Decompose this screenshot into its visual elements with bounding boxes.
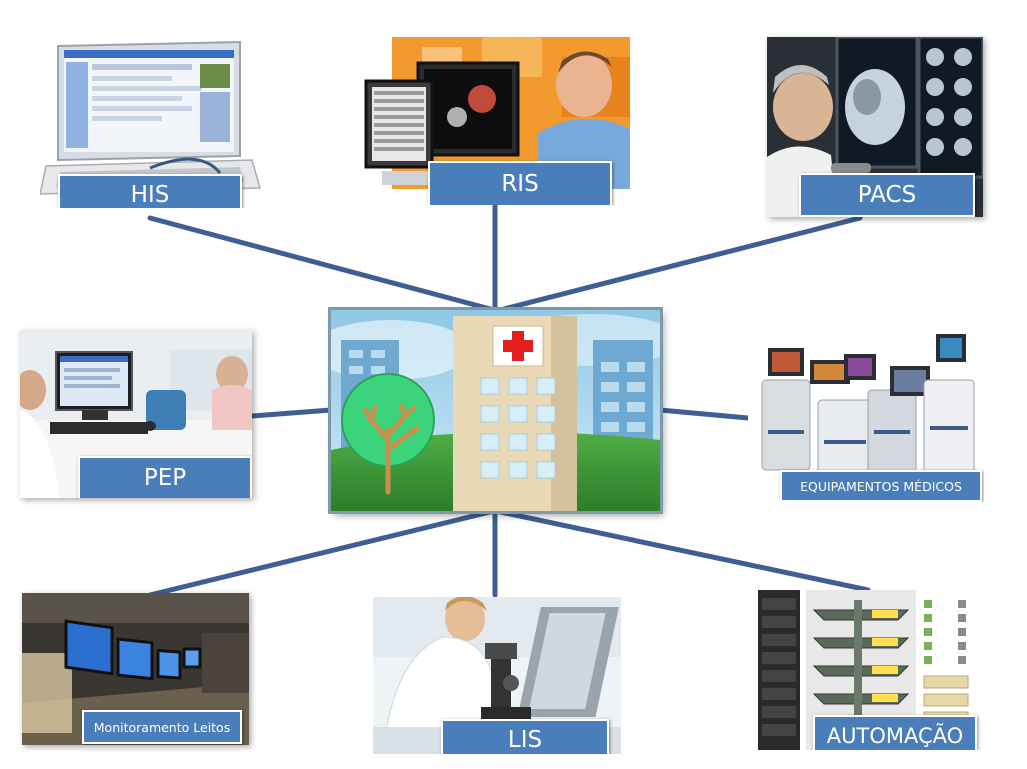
node-his[interactable]: HIS [40,38,262,208]
node-pacs[interactable]: PACS [767,37,983,217]
connector-pep [252,410,331,416]
ris-label: RIS [428,161,612,205]
node-pep[interactable]: PEP [20,330,252,498]
node-monitoramento-leitos[interactable]: Monitoramento Leitos [22,593,249,745]
pacs-label: PACS [799,173,975,217]
node-automacao[interactable]: AUTOMAÇÃO [758,590,996,750]
monitoramento-leitos-label: Monitoramento Leitos [82,710,242,744]
connector-monit [150,511,494,595]
connector-equip [660,410,748,418]
hospital-hub [331,310,660,511]
connector-his [150,218,494,310]
pep-label: PEP [78,456,252,498]
node-ris[interactable]: RIS [362,37,630,205]
his-label: HIS [58,174,242,208]
equipamentos-medicos-label: EQUIPAMENTOS MÉDICOS [780,470,982,502]
node-equipamentos-medicos[interactable]: EQUIPAMENTOS MÉDICOS [748,330,984,502]
connector-auto [496,511,868,590]
hospital-building-icon [331,310,660,511]
automacao-label: AUTOMAÇÃO [813,715,977,750]
connector-pacs [500,218,860,310]
node-lis[interactable]: LIS [373,597,621,754]
lis-label: LIS [441,719,609,754]
